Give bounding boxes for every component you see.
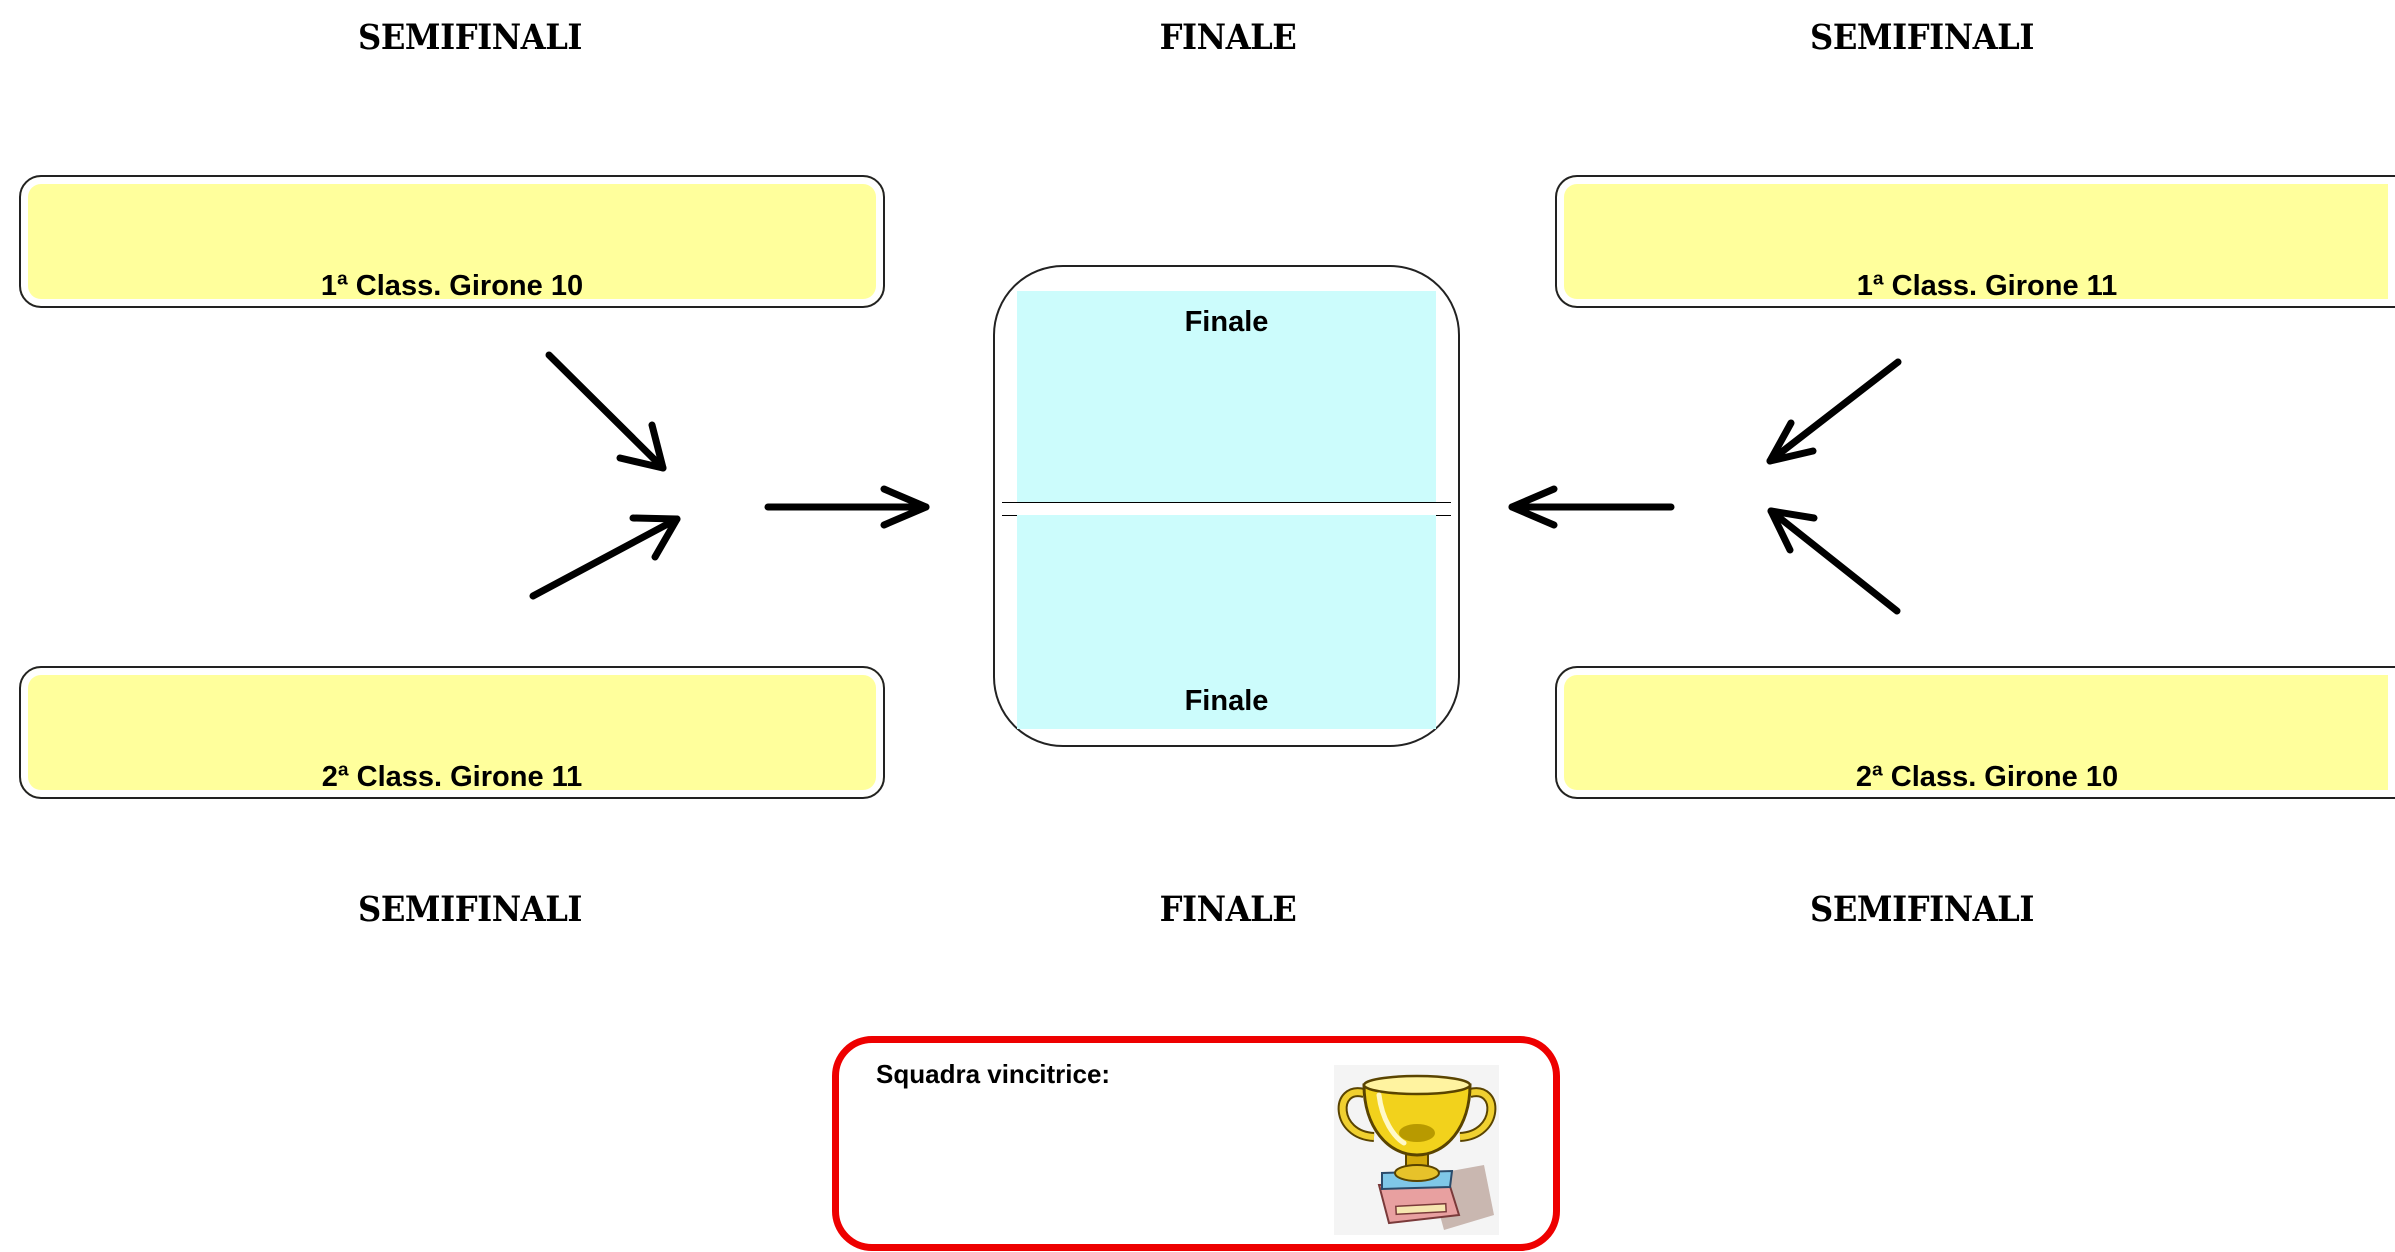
team-label: 1ª Class. Girone 11 [1856,270,2118,302]
winner-box[interactable]: Squadra vincitrice: [832,1036,1560,1251]
final-bottom-slot[interactable]: Finale [1017,515,1436,729]
heading-semifinali-top-left: SEMIFINALI [358,17,582,58]
semifinal-left-bottom-box[interactable]: 2ª Class. Girone 11 [19,666,885,799]
final-divider-line [1002,502,1451,503]
arrow-left-to-final [764,485,930,529]
final-top-slot[interactable]: Finale [1017,291,1436,503]
final-top-label: Finale [1184,306,1269,338]
heading-semifinali-bottom-left: SEMIFINALI [358,889,582,930]
arrow-right-top-diagonal [1766,358,1902,465]
team-label: 1ª Class. Girone 10 [320,270,584,302]
heading-finale-bottom: FINALE [1159,889,1297,930]
heading-semifinali-bottom-right: SEMIFINALI [1810,889,2034,930]
arrow-left-bottom-diagonal [529,514,681,600]
arrow-right-bottom-diagonal [1767,507,1901,615]
final-bottom-label: Finale [1184,685,1269,717]
semifinal-right-top-box[interactable]: 1ª Class. Girone 11 [1555,175,2395,308]
trophy-icon [1334,1065,1499,1240]
semifinal-left-top-box[interactable]: 1ª Class. Girone 10 [19,175,885,308]
team-label: 2ª Class. Girone 11 [321,761,583,793]
winner-label: Squadra vincitrice: [876,1059,1111,1089]
arrow-right-to-final [1508,485,1675,529]
heading-finale-top: FINALE [1159,17,1297,58]
semifinal-right-bottom-box[interactable]: 2ª Class. Girone 10 [1555,666,2395,799]
final-box: Finale Finale [993,265,1460,747]
team-label: 2ª Class. Girone 10 [1855,761,2119,793]
heading-semifinali-top-right: SEMIFINALI [1810,17,2034,58]
arrow-left-top-diagonal [545,351,667,472]
